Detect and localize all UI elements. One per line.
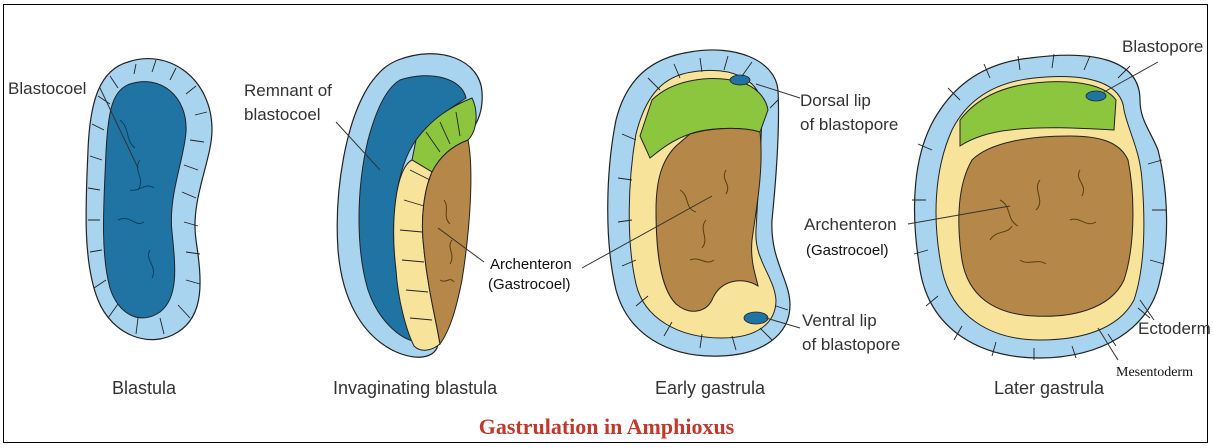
label-dorsal-lip-line2: of blastopore xyxy=(800,114,898,135)
label-blastocoel: Blastocoel xyxy=(8,78,86,99)
label-ventral-lip-line1: Ventral lip xyxy=(802,310,877,331)
later-gastrula-embryo xyxy=(912,54,1167,360)
label-gastrocoel-a: (Gastrocoel) xyxy=(488,274,571,295)
figure-title: Gastrulation in Amphioxus xyxy=(0,414,1213,440)
label-ectoderm: Ectoderm xyxy=(1138,318,1211,339)
caption-invaginating-blastula: Invaginating blastula xyxy=(333,378,497,399)
caption-blastula: Blastula xyxy=(112,378,176,399)
label-ventral-lip-line2: of blastopore xyxy=(802,334,900,355)
label-remnant-line2: blastocoel xyxy=(244,104,321,125)
label-archenteron-a: Archenteron xyxy=(490,254,572,275)
label-dorsal-lip-line1: Dorsal lip xyxy=(800,90,871,111)
label-mesentoderm: Mesentoderm xyxy=(1116,362,1193,383)
caption-early-gastrula: Early gastrula xyxy=(655,378,765,399)
label-blastopore: Blastopore xyxy=(1122,36,1203,57)
label-gastrocoel-b: (Gastrocoel) xyxy=(806,240,889,261)
label-archenteron-b: Archenteron xyxy=(804,214,897,235)
blastula-embryo xyxy=(86,59,212,340)
label-remnant-line1: Remnant of xyxy=(244,80,332,101)
caption-later-gastrula: Later gastrula xyxy=(994,378,1104,399)
invaginating-blastula-embryo xyxy=(337,54,482,357)
